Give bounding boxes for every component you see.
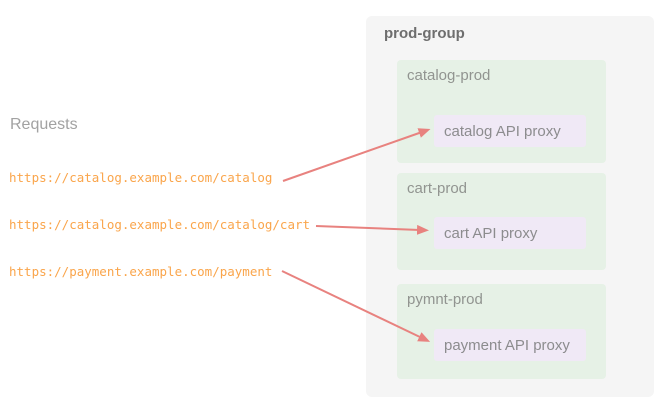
proxy-label-cart: cart API proxy — [444, 224, 538, 242]
prod-group-box: prod-group catalog-prod catalog API prox… — [366, 16, 654, 397]
request-url-payment: https://payment.example.com/payment — [9, 264, 273, 279]
requests-heading: Requests — [10, 116, 78, 133]
request-url-catalog-cart: https://catalog.example.com/catalog/cart — [9, 217, 311, 232]
env-name-catalog-prod: catalog-prod — [407, 67, 491, 84]
proxy-label-payment: payment API proxy — [444, 336, 570, 354]
proxy-label-catalog: catalog API proxy — [444, 122, 561, 140]
env-name-cart-prod: cart-prod — [407, 180, 468, 197]
env-box-cart-prod: cart-prod cart API proxy — [397, 173, 606, 270]
proxy-box-catalog: catalog API proxy — [434, 115, 586, 147]
prod-group-title: prod-group — [384, 25, 465, 42]
proxy-box-cart: cart API proxy — [434, 217, 586, 249]
env-box-pymnt-prod: pymnt-prod payment API proxy — [397, 284, 606, 379]
request-url-catalog: https://catalog.example.com/catalog — [9, 170, 273, 185]
proxy-box-payment: payment API proxy — [434, 329, 586, 361]
env-name-pymnt-prod: pymnt-prod — [407, 291, 483, 308]
env-box-catalog-prod: catalog-prod catalog API proxy — [397, 60, 606, 163]
